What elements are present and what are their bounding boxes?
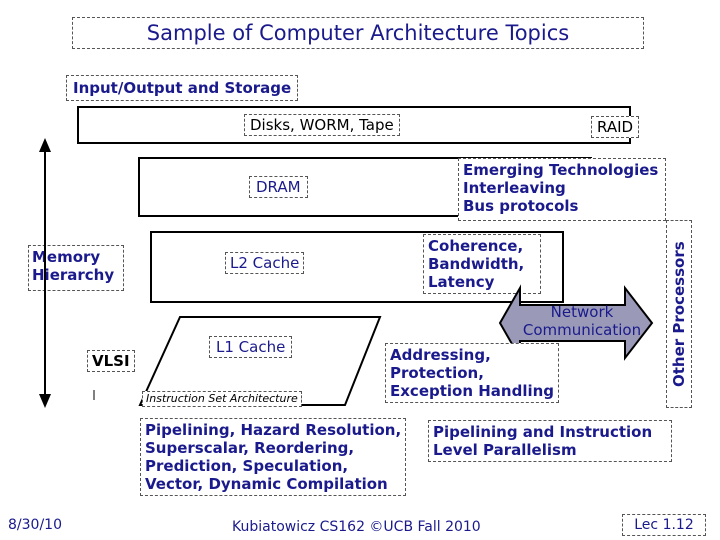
raid-label: RAID (591, 116, 640, 138)
memory-line: Hierarchy (32, 266, 115, 284)
addressing-line: Protection, (390, 364, 484, 382)
l2-label: L2 Cache (225, 252, 305, 274)
pipelining-line: Pipelining, Hazard Resolution, (145, 421, 402, 439)
network-label: Network Communication (516, 303, 648, 339)
coherence-line: Latency (428, 273, 495, 291)
pipelining-line: Vector, Dynamic Compilation (145, 475, 388, 493)
hierarchy-arrow-up (39, 138, 51, 152)
isa-trapezoid (138, 316, 382, 406)
emerging-line: Interleaving (463, 179, 566, 197)
isa-label: Instruction Set Architecture (142, 391, 302, 407)
other-processors-label: Other Processors (666, 220, 692, 408)
network-line: Network (550, 303, 614, 321)
addressing-line: Exception Handling (390, 382, 555, 400)
footer-course: Kubiatowicz CS162 ©UCB Fall 2010 (232, 519, 481, 535)
footer-date: 8/30/10 (8, 517, 62, 533)
addressing-text: Addressing, Protection, Exception Handli… (385, 343, 559, 403)
network-line: Communication (522, 321, 642, 339)
coherence-line: Coherence, (428, 237, 524, 255)
memory-line: Memory (32, 248, 101, 266)
pipelining-text: Pipelining, Hazard Resolution, Superscal… (140, 418, 406, 496)
emerging-technologies: Emerging Technologies Interleaving Bus p… (458, 158, 666, 221)
coherence-line: Bandwidth, (428, 255, 525, 273)
slide-title: Sample of Computer Architecture Topics (72, 17, 644, 49)
ilp-line: Level Parallelism (433, 441, 577, 459)
ilp-text: Pipelining and Instruction Level Paralle… (428, 420, 672, 462)
emerging-line: Emerging Technologies (463, 161, 659, 179)
vlsi-label: VLSI (87, 350, 135, 372)
footer-page: Lec 1.12 (622, 514, 706, 536)
dram-label: DRAM (249, 176, 308, 198)
pipelining-line: Superscalar, Reordering, (145, 439, 355, 457)
l1-label: L1 Cache (209, 336, 293, 358)
emerging-line: Bus protocols (463, 197, 579, 215)
pipelining-line: Prediction, Speculation, (145, 457, 349, 475)
storage-label: Disks, WORM, Tape (244, 114, 400, 136)
coherence-text: Coherence, Bandwidth, Latency (423, 234, 541, 294)
hierarchy-arrow-down (39, 394, 51, 408)
addressing-line: Addressing, (390, 346, 491, 364)
section-label: Input/Output and Storage (66, 75, 299, 101)
ilp-line: Pipelining and Instruction (433, 423, 653, 441)
